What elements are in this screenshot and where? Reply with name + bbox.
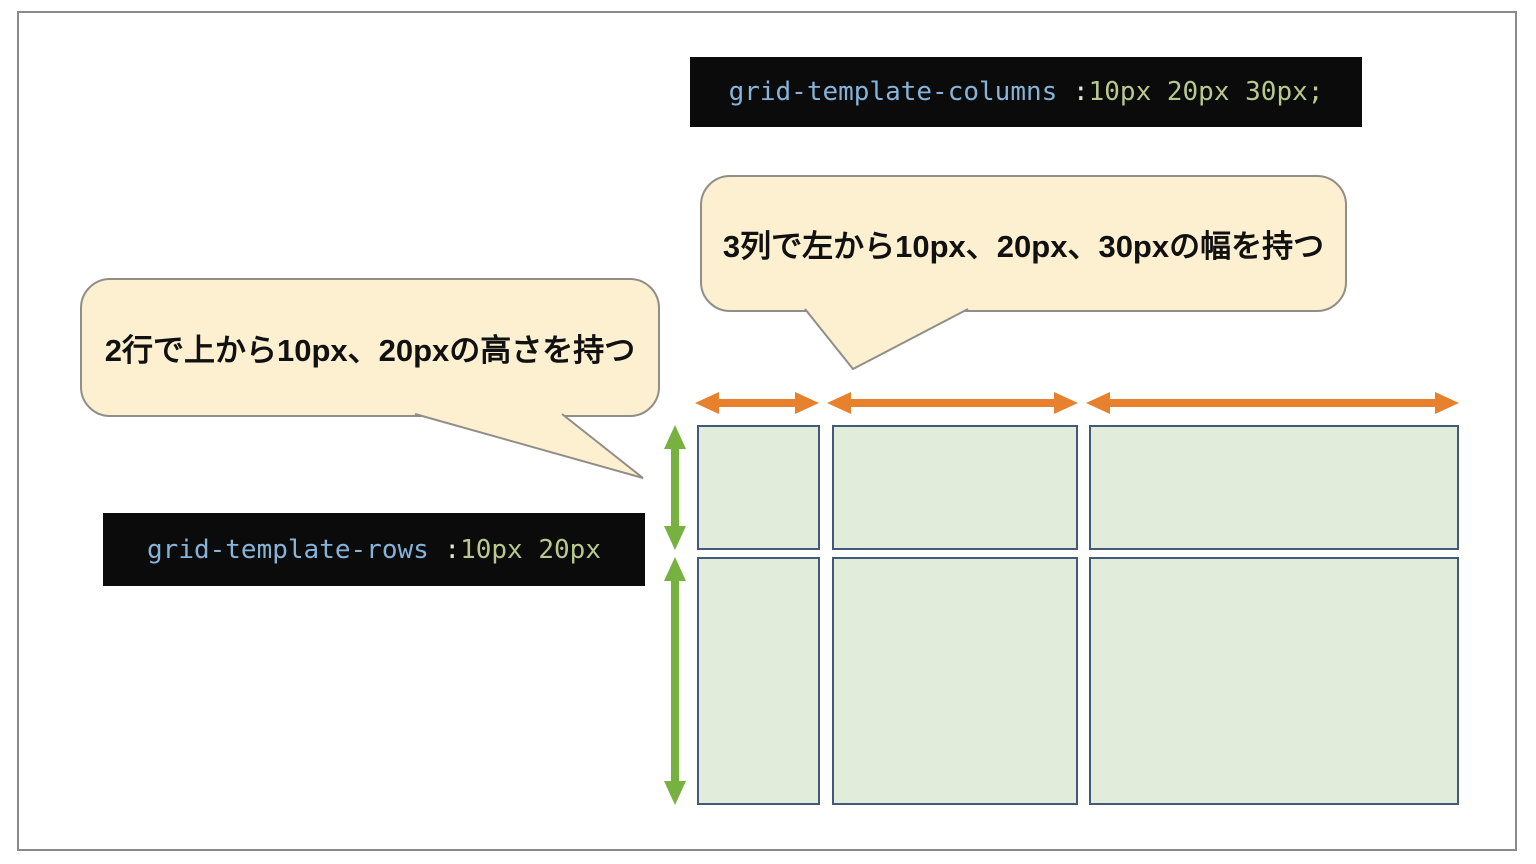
grid-cell-r1c3: [1089, 425, 1459, 550]
code-block-grid-template-rows: grid-template-rows :10px 20px: [103, 513, 645, 586]
code-colon-columns: :: [1057, 77, 1089, 107]
grid-cell-r1c1: [697, 425, 820, 550]
code-value-columns: 10px 20px 30px;: [1088, 77, 1324, 107]
speech-bubble-columns-text: 3列で左から10px、20px、30pxの幅を持つ: [722, 229, 1325, 264]
code-value-rows: 10px 20px: [460, 534, 601, 565]
code-block-grid-template-columns: grid-template-columns :10px 20px 30px;: [690, 57, 1362, 127]
grid-cell-r2c3: [1089, 557, 1459, 805]
code-colon-rows: :: [428, 534, 461, 565]
speech-bubble-rows: 2行で上から10px、20pxの高さを持つ: [80, 278, 660, 417]
grid-cell-r2c2: [832, 557, 1078, 805]
grid-cell-r2c1: [697, 557, 820, 805]
speech-bubble-columns: 3列で左から10px、20px、30pxの幅を持つ: [700, 175, 1347, 312]
code-property-columns: grid-template-columns: [728, 77, 1058, 107]
code-property-rows: grid-template-rows: [147, 534, 429, 565]
grid-cell-r1c2: [832, 425, 1078, 550]
speech-bubble-rows-text: 2行で上から10px、20pxの高さを持つ: [104, 333, 636, 368]
